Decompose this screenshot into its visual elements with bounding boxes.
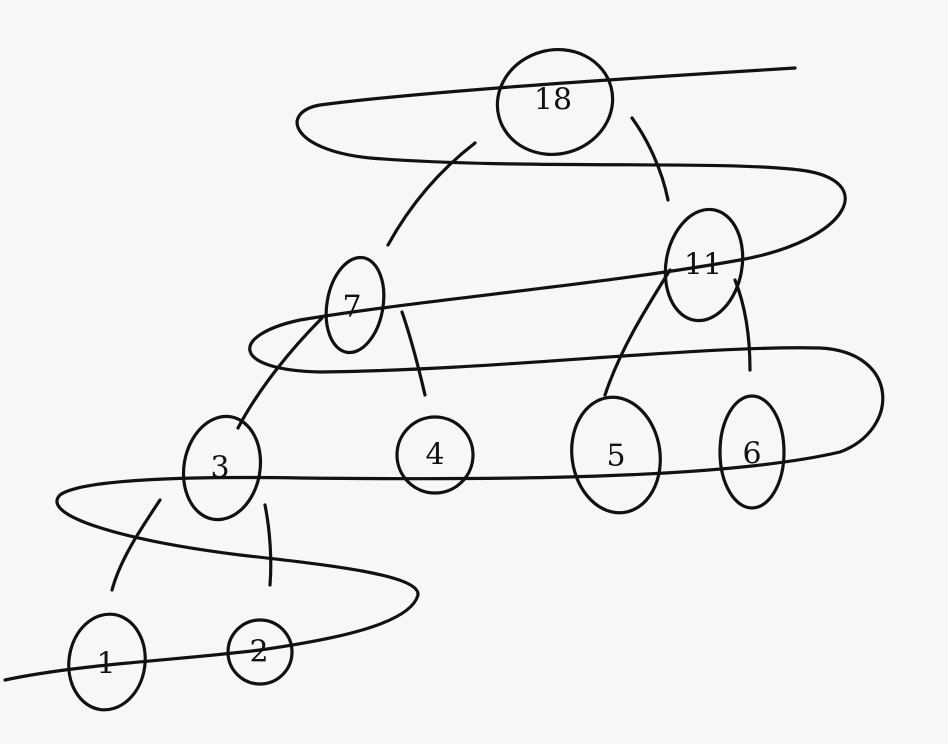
node-circle bbox=[226, 618, 294, 686]
node-label: 6 bbox=[742, 437, 761, 472]
node-circle bbox=[495, 47, 615, 157]
edge-3-2 bbox=[263, 503, 273, 587]
node-label: 7 bbox=[342, 290, 361, 325]
tree-node-4: 4 bbox=[395, 415, 475, 495]
node-label: 11 bbox=[684, 248, 722, 283]
edge-11-5 bbox=[603, 268, 672, 397]
tree-nodes: 18 11 7 4 5 6 3 1 bbox=[67, 47, 786, 712]
tree-node-1: 1 bbox=[67, 612, 147, 712]
edge-11-6 bbox=[733, 278, 752, 372]
edge-7-3 bbox=[236, 316, 324, 430]
edge-18-11 bbox=[630, 116, 670, 202]
tree-node-3: 3 bbox=[181, 414, 263, 522]
edge-7-4 bbox=[400, 310, 427, 397]
node-label: 3 bbox=[210, 451, 229, 486]
node-circle bbox=[395, 415, 475, 495]
tree-node-7: 7 bbox=[324, 255, 386, 355]
edge-18-7 bbox=[386, 141, 477, 247]
tree-node-6: 6 bbox=[718, 394, 786, 510]
tree-node-18: 18 bbox=[495, 47, 615, 157]
level-order-zigzag bbox=[3, 66, 885, 682]
node-label: 1 bbox=[96, 647, 115, 682]
tree-node-5: 5 bbox=[570, 395, 662, 515]
node-label: 4 bbox=[425, 438, 444, 473]
node-circle bbox=[67, 612, 147, 712]
node-circle bbox=[718, 394, 786, 510]
node-circle bbox=[663, 207, 745, 323]
node-circle bbox=[324, 255, 386, 355]
node-label: 2 bbox=[249, 635, 268, 670]
tree-node-11: 11 bbox=[663, 207, 745, 323]
node-circle bbox=[570, 395, 662, 515]
node-label: 18 bbox=[534, 83, 572, 118]
edge-3-1 bbox=[110, 498, 162, 592]
node-circle bbox=[181, 414, 263, 522]
tree-node-2: 2 bbox=[226, 618, 294, 686]
node-label: 5 bbox=[606, 439, 625, 474]
